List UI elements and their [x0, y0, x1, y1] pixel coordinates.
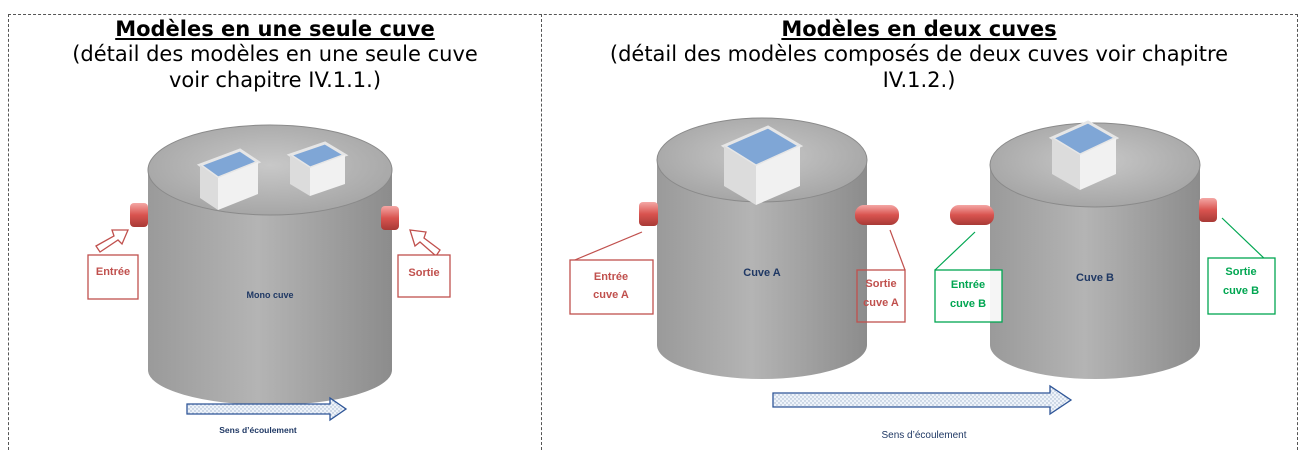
- inlet-a-label-1: Entrée: [594, 271, 628, 283]
- mono-tank: [147, 124, 393, 405]
- inlet-a-label-2: cuve A: [593, 289, 629, 301]
- outlet-a-pipe-icon: [855, 205, 899, 225]
- callout-line-inlet-a: [569, 231, 643, 263]
- manhole-box-b: [1048, 120, 1120, 190]
- inlet-arrow-icon: [95, 229, 129, 253]
- inlet-a-pipe-icon: [639, 202, 658, 226]
- manhole-box-2: [286, 141, 349, 196]
- inlet-b-label-box: [934, 269, 1003, 323]
- outlet-label: Sortie: [408, 267, 439, 279]
- right-panel-subtitle-1: (détail des modèles composés de deux cuv…: [609, 42, 1229, 66]
- inlet-b-label-2: cuve B: [950, 298, 986, 310]
- right-panel-subtitle-2: IV.1.2.): [882, 68, 956, 92]
- outlet-a-label-box: [856, 269, 906, 323]
- outlet-a-label-2: cuve A: [863, 297, 899, 309]
- tank-b-label: Cuve B: [1076, 272, 1114, 284]
- outlet-b-label-2: cuve B: [1223, 285, 1259, 297]
- outlet-a-label-1: Sortie: [865, 278, 896, 290]
- outlet-label-box: [397, 254, 451, 298]
- outlet-b-label-box: [1207, 257, 1276, 315]
- inlet-pipe-icon: [130, 203, 148, 227]
- outlet-b-label-1: Sortie: [1225, 266, 1256, 278]
- outlet-b-pipe-icon: [1199, 198, 1217, 222]
- right-panel-title: Modèles en deux cuves: [781, 17, 1057, 41]
- flow-arrow-icon: [186, 396, 348, 422]
- figure-frame: [8, 14, 1298, 450]
- manhole-box-a: [720, 125, 804, 205]
- inlet-label-box: [87, 254, 139, 300]
- flow-label-right: Sens d’écoulement: [881, 430, 966, 441]
- outlet-pipe-icon: [381, 206, 399, 230]
- panel-divider: [541, 14, 542, 450]
- inlet-label: Entrée: [96, 266, 130, 278]
- tank-a-label: Cuve A: [743, 267, 781, 279]
- left-panel-subtitle-1: (détail des modèles en une seule cuve: [72, 42, 478, 66]
- flow-arrow-right-icon: [772, 384, 1073, 416]
- callout-line-outlet-a: [889, 229, 906, 271]
- left-panel-header: Modèles en une seule cuve (détail des mo…: [10, 17, 540, 93]
- left-panel-title: Modèles en une seule cuve: [115, 17, 435, 41]
- manhole-box-1: [196, 148, 262, 210]
- right-panel-header: Modèles en deux cuves (détail des modèle…: [543, 17, 1295, 93]
- flow-label-left: Sens d’écoulement: [219, 425, 297, 435]
- inlet-b-label-1: Entrée: [951, 279, 985, 291]
- inlet-a-label-box: [569, 259, 654, 315]
- mono-tank-label: Mono cuve: [246, 290, 293, 300]
- inlet-b-pipe-icon: [950, 205, 994, 225]
- callout-line-outlet-b: [1221, 217, 1269, 263]
- callout-line-inlet-b: [934, 231, 976, 271]
- left-panel-subtitle-2: voir chapitre IV.1.1.): [168, 68, 382, 92]
- outlet-arrow-icon: [409, 229, 441, 257]
